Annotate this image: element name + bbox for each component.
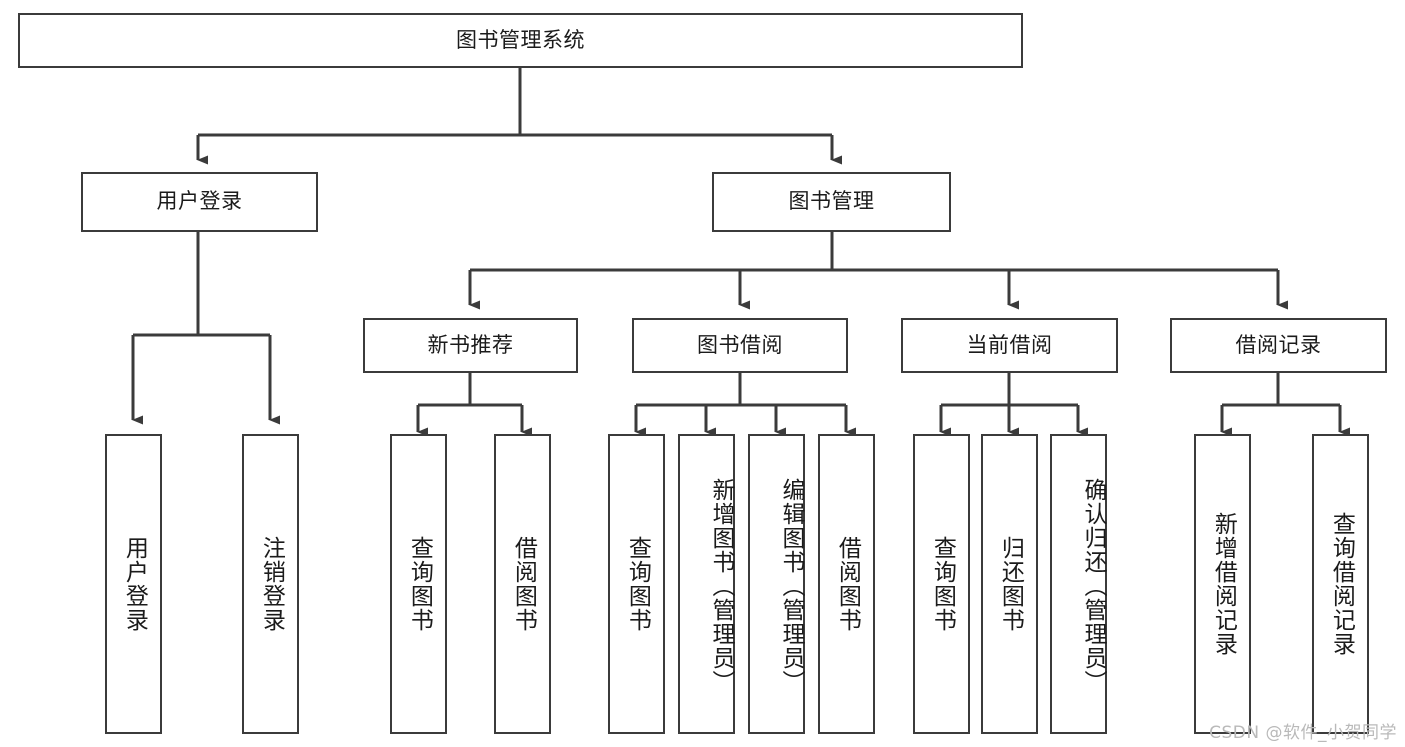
leaf-book-borrow-edit-book-admin[interactable]: 编辑图书（管理员）	[748, 434, 805, 734]
leaf-current-borrow-confirm-return-admin[interactable]: 确认归还（管理员）	[1050, 434, 1107, 734]
node-book-borrow[interactable]: 图书借阅	[632, 318, 848, 373]
leaf-borrow-record-add-record[interactable]: 新增借阅记录	[1194, 434, 1251, 734]
leaf-user-login-login[interactable]: 用户登录	[105, 434, 162, 734]
leaf-borrow-record-query-record[interactable]: 查询借阅记录	[1312, 434, 1369, 734]
leaf-current-borrow-query-book[interactable]: 查询图书	[913, 434, 970, 734]
leaf-current-borrow-return-book[interactable]: 归还图书	[981, 434, 1038, 734]
node-new-book-recommend[interactable]: 新书推荐	[363, 318, 578, 373]
leaf-new-book-query-book[interactable]: 查询图书	[390, 434, 447, 734]
node-root-system[interactable]: 图书管理系统	[18, 13, 1023, 68]
leaf-user-login-logout[interactable]: 注销登录	[242, 434, 299, 734]
node-current-borrow[interactable]: 当前借阅	[901, 318, 1118, 373]
node-borrow-record[interactable]: 借阅记录	[1170, 318, 1387, 373]
node-book-management[interactable]: 图书管理	[712, 172, 951, 232]
leaf-new-book-borrow-book[interactable]: 借阅图书	[494, 434, 551, 734]
leaf-book-borrow-borrow-book[interactable]: 借阅图书	[818, 434, 875, 734]
watermark-csdn: CSDN @软件_小贺同学	[1209, 723, 1397, 743]
leaf-book-borrow-query-book[interactable]: 查询图书	[608, 434, 665, 734]
leaf-book-borrow-add-book-admin[interactable]: 新增图书（管理员）	[678, 434, 735, 734]
node-user-login[interactable]: 用户登录	[81, 172, 318, 232]
